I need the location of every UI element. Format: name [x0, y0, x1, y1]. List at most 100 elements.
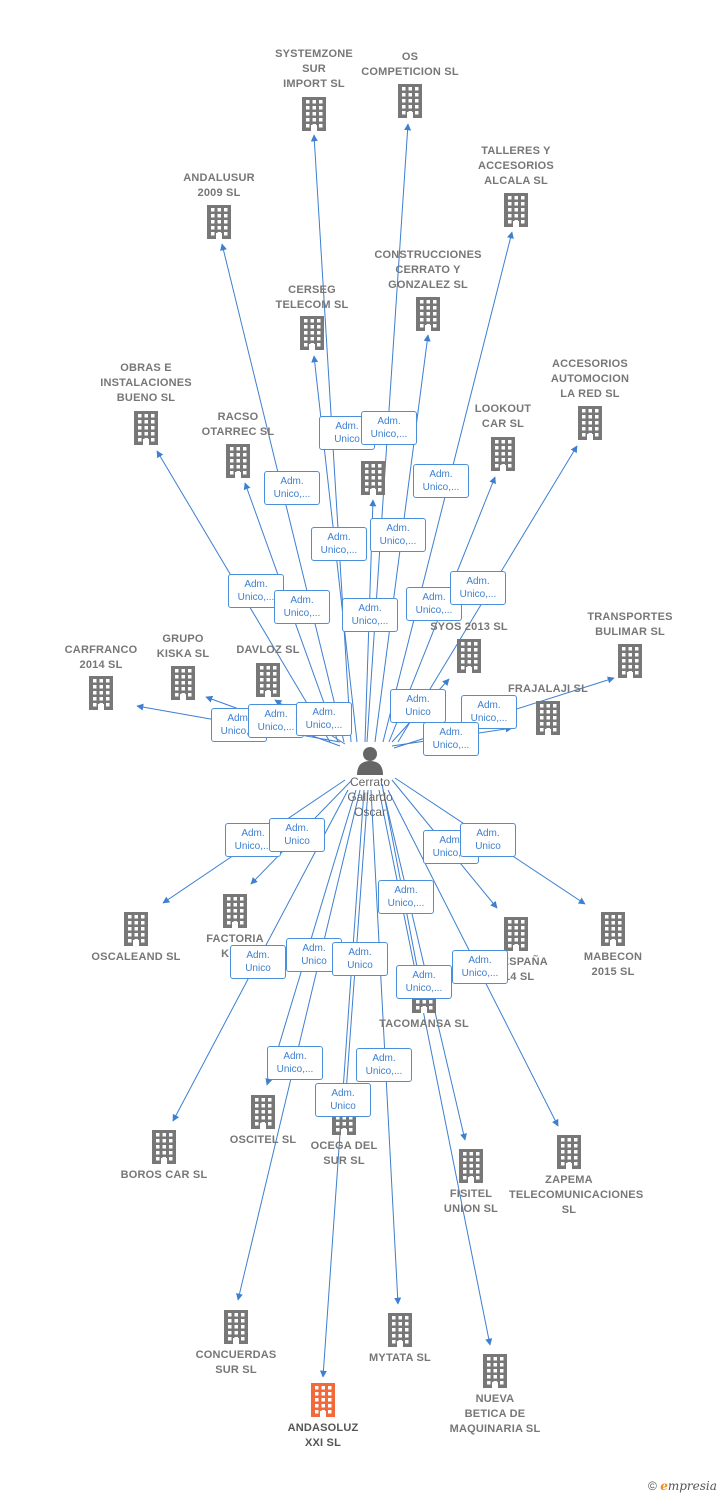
- role-tag[interactable]: Adm. Unico,...: [361, 411, 417, 445]
- building-icon: [536, 701, 560, 735]
- role-tag[interactable]: Adm. Unico: [269, 818, 325, 852]
- company-node-unlabeled[interactable]: [313, 445, 433, 495]
- building-icon: [300, 316, 324, 350]
- company-node-boros[interactable]: BOROS CAR SL: [104, 1130, 224, 1183]
- company-label: TRANSPORTES BULIMAR SL: [587, 611, 673, 638]
- role-tag[interactable]: Adm. Unico,...: [396, 965, 452, 999]
- building-icon: [224, 1310, 248, 1344]
- copyright-symbol: ©: [648, 1479, 657, 1493]
- company-node-mytata[interactable]: MYTATA SL: [340, 1313, 460, 1366]
- edge-concuerdas: [236, 789, 361, 1301]
- company-label: NUEVA BETICA DE MAQUINARIA SL: [449, 1393, 541, 1435]
- company-label: ANDALUSUR 2009 SL: [183, 172, 255, 199]
- company-label: BOROS CAR SL: [120, 1169, 208, 1181]
- building-icon: [388, 1313, 412, 1347]
- company-node-lookout[interactable]: LOOKOUT CAR SL: [443, 402, 563, 471]
- building-icon: [302, 97, 326, 131]
- building-icon: [504, 193, 528, 227]
- company-label: TACOMANSA SL: [379, 1018, 469, 1030]
- role-tag[interactable]: Adm. Unico,...: [356, 1048, 412, 1082]
- role-tag[interactable]: Adm. Unico: [460, 823, 516, 857]
- building-icon: [256, 663, 280, 697]
- role-tag[interactable]: Adm. Unico,...: [296, 702, 352, 736]
- company-label: GRUPO KISKA SL: [156, 633, 210, 660]
- company-node-davloz[interactable]: DAVLOZ SL: [208, 643, 328, 697]
- role-tag[interactable]: Adm. Unico,...: [413, 464, 469, 498]
- company-node-transportes[interactable]: TRANSPORTES BULIMAR SL: [570, 610, 690, 678]
- company-node-oscaleand[interactable]: OSCALEAND SL: [76, 912, 196, 965]
- company-node-racso[interactable]: RACSO OTARREC SL: [178, 410, 298, 478]
- building-icon: [398, 84, 422, 118]
- company-node-systemzone[interactable]: SYSTEMZONE SUR IMPORT SL: [254, 47, 374, 131]
- company-label: CONSTRUCCIONES CERRATO Y GONZALEZ SL: [374, 249, 482, 291]
- company-label: SYSTEMZONE SUR IMPORT SL: [275, 48, 353, 90]
- company-label: OSCITEL SL: [229, 1134, 297, 1146]
- brand-logo[interactable]: empresia: [660, 1479, 717, 1493]
- company-node-nueva[interactable]: NUEVA BETICA DE MAQUINARIA SL: [435, 1354, 555, 1437]
- role-tag[interactable]: Adm. Unico,...: [264, 471, 320, 505]
- building-icon: [361, 461, 385, 495]
- building-icon: [459, 1149, 483, 1183]
- building-icon: [483, 1354, 507, 1388]
- role-tag[interactable]: Adm. Unico,...: [423, 722, 479, 756]
- company-node-cerseg[interactable]: CERSEG TELECOM SL: [252, 283, 372, 350]
- company-node-frajalaji[interactable]: FRAJALAJI SL: [488, 682, 608, 735]
- role-tag[interactable]: Adm. Unico,...: [450, 571, 506, 605]
- role-tag[interactable]: Adm. Unico,...: [267, 1046, 323, 1080]
- building-icon: [207, 205, 231, 239]
- role-tag[interactable]: Adm. Unico,...: [228, 574, 284, 608]
- company-label: OSCALEAND SL: [91, 951, 181, 963]
- company-node-fisitel[interactable]: FISITEL UNION SL: [411, 1149, 531, 1217]
- edge-tacomansa: [381, 783, 421, 973]
- company-node-talleres[interactable]: TALLERES Y ACCESORIOS ALCALA SL: [456, 144, 576, 227]
- company-node-andasoluz[interactable]: ANDASOLUZ XXI SL: [263, 1383, 383, 1451]
- company-label: ZAPEMA TELECOMUNICACIONES SL: [509, 1174, 644, 1216]
- company-label: OS COMPETICION SL: [361, 51, 459, 78]
- company-node-andalusur[interactable]: ANDALUSUR 2009 SL: [159, 171, 279, 239]
- company-node-accesorios[interactable]: ACCESORIOS AUTOMOCION LA RED SL: [530, 357, 650, 440]
- role-tag[interactable]: Adm. Unico: [332, 942, 388, 976]
- company-label: ACCESORIOS AUTOMOCION LA RED SL: [550, 358, 630, 400]
- building-icon: [457, 639, 481, 673]
- role-tag[interactable]: Adm. Unico,...: [248, 704, 304, 738]
- role-tag[interactable]: Adm. Unico: [230, 945, 286, 979]
- company-label: FISITEL UNION SL: [443, 1188, 499, 1215]
- company-node-carfranco[interactable]: CARFRANCO 2014 SL: [41, 643, 161, 710]
- company-label: MABECON 2015 SL: [583, 951, 643, 978]
- building-icon: [416, 297, 440, 331]
- edge-ocega: [342, 789, 369, 1094]
- role-tag[interactable]: Adm. Unico: [390, 689, 446, 723]
- edge-mytata: [370, 789, 402, 1305]
- company-node-grupo[interactable]: GRUPO KISKA SL: [123, 632, 243, 700]
- company-node-oscitel[interactable]: OSCITEL SL: [203, 1095, 323, 1148]
- role-tag[interactable]: Adm. Unico,...: [274, 590, 330, 624]
- company-label: DAVLOZ SL: [236, 644, 300, 656]
- company-node-factoria[interactable]: FACTORIA KUBI: [175, 894, 295, 962]
- building-icon: [578, 406, 602, 440]
- company-label: CONCUERDAS SUR SL: [195, 1349, 277, 1376]
- building-icon: [251, 1095, 275, 1129]
- company-node-mabecon[interactable]: MABECON 2015 SL: [553, 912, 673, 980]
- role-tag[interactable]: Adm. Unico,...: [378, 880, 434, 914]
- company-node-zapema[interactable]: ZAPEMA TELECOMUNICACIONES SL: [509, 1135, 644, 1218]
- company-node-os[interactable]: OS COMPETICION SL: [350, 50, 470, 118]
- building-icon: [223, 894, 247, 928]
- person-name: Cerrato Gallardo Oscar: [347, 775, 393, 819]
- company-node-syos[interactable]: SYOS 2013 SL: [409, 620, 529, 673]
- company-node-concuerdas[interactable]: CONCUERDAS SUR SL: [176, 1310, 296, 1378]
- company-label: ANDASOLUZ XXI SL: [287, 1422, 359, 1449]
- role-tag[interactable]: Adm. Unico,...: [311, 527, 367, 561]
- company-node-obras[interactable]: OBRAS E INSTALACIONES BUENO SL: [86, 361, 206, 445]
- role-tag[interactable]: Adm. Unico,...: [452, 950, 508, 984]
- building-icon: [124, 912, 148, 946]
- role-tag[interactable]: Adm. Unico,...: [342, 598, 398, 632]
- building-icon: [226, 444, 250, 478]
- company-node-construcciones[interactable]: CONSTRUCCIONES CERRATO Y GONZALEZ SL: [368, 248, 488, 331]
- building-icon: [152, 1130, 176, 1164]
- role-tag[interactable]: Adm. Unico,...: [370, 518, 426, 552]
- building-icon: [89, 676, 113, 710]
- person-node[interactable]: Cerrato Gallardo Oscar: [325, 745, 415, 820]
- footer-copyright: © empresia: [648, 1479, 717, 1493]
- role-tag[interactable]: Adm. Unico: [315, 1083, 371, 1117]
- building-icon: [311, 1383, 335, 1417]
